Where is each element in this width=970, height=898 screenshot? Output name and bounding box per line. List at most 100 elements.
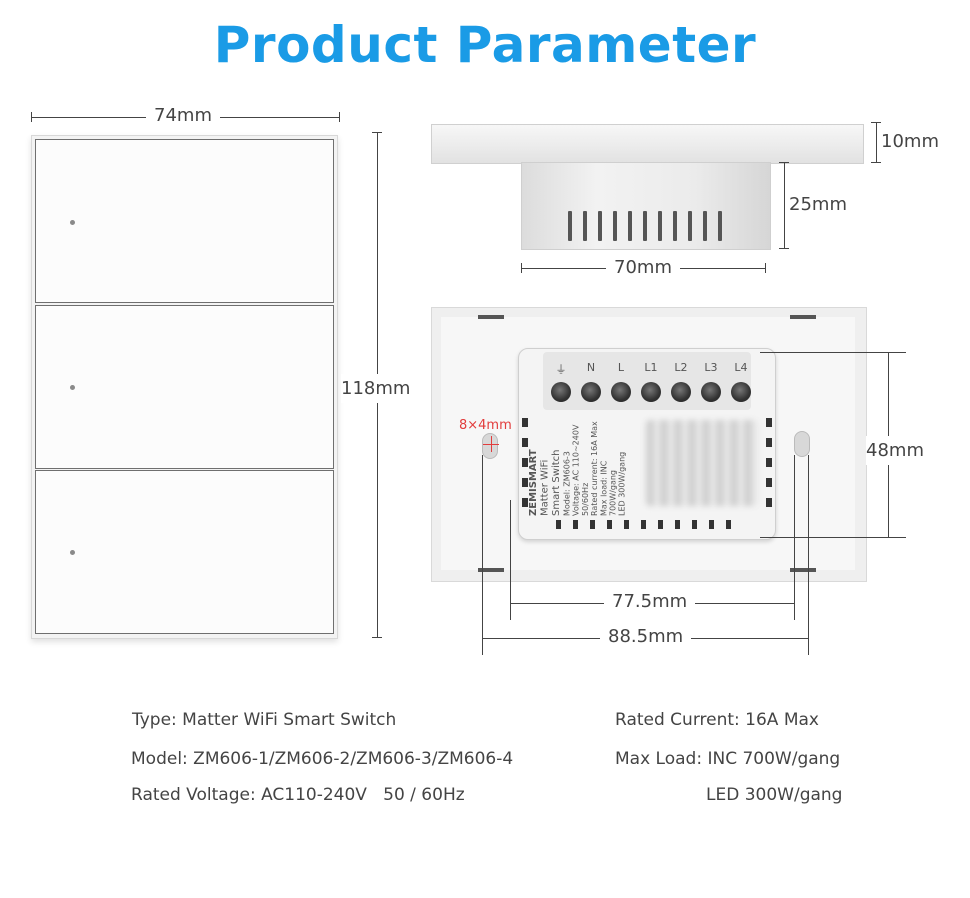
dimension-line xyxy=(784,162,785,248)
spec-led-load: LED 300W/gang xyxy=(706,785,843,805)
module-bottom-vents xyxy=(556,520,756,530)
terminal-screw-icon xyxy=(581,382,601,402)
dimension-line xyxy=(794,455,795,620)
side-view-box xyxy=(521,162,771,250)
vent-notch xyxy=(641,520,646,529)
module-freq: 50/60Hz xyxy=(580,482,590,516)
side-view-plate xyxy=(431,124,864,164)
module-model: Model: ZM606-3 xyxy=(562,451,572,516)
front-height-label: 118mm xyxy=(341,374,411,403)
module-label-text: ZEMISMART Matter WiFi Smart Switch Model… xyxy=(528,416,636,516)
vent-notch xyxy=(522,458,528,467)
terminal-label: ⏚ xyxy=(555,363,567,376)
dimension-line xyxy=(876,122,877,162)
terminal-label: L3 xyxy=(704,361,718,374)
terminal-label: N xyxy=(586,361,596,374)
vent-notch xyxy=(624,520,629,529)
spec-type: Type: Matter WiFi Smart Switch xyxy=(132,710,397,730)
back-height-label: 48mm xyxy=(866,436,924,465)
vent-notch xyxy=(766,438,772,447)
side-depth-label: 25mm xyxy=(789,194,847,215)
vent-slot xyxy=(658,211,662,241)
module-name-1: Matter WiFi xyxy=(539,459,551,516)
gang-button-3 xyxy=(35,470,334,634)
mounting-hole-right xyxy=(794,431,810,457)
vent-notch xyxy=(590,520,595,529)
spec-max-load: Max Load: INC 700W/gang xyxy=(615,749,841,769)
dimension-line xyxy=(808,455,809,655)
module-name-2: Smart Switch xyxy=(551,449,562,517)
vent-notch xyxy=(658,520,663,529)
vent-slot xyxy=(628,211,632,241)
terminal-screw-icon xyxy=(701,382,721,402)
front-panel xyxy=(31,135,338,639)
module-right-vents xyxy=(766,418,774,528)
terminal-label: L xyxy=(617,361,625,374)
spec-model: Model: ZM606-1/ZM606-2/ZM606-3/ZM606-4 xyxy=(131,749,514,769)
plate-clip xyxy=(478,568,504,572)
dimension-line xyxy=(510,500,511,620)
vent-notch xyxy=(522,418,528,427)
terminal-label: L2 xyxy=(674,361,688,374)
vent-slot xyxy=(643,211,647,241)
indicator-led xyxy=(70,385,75,390)
indicator-led xyxy=(70,220,75,225)
indicator-led xyxy=(70,550,75,555)
vent-slot xyxy=(568,211,572,241)
gang-button-1 xyxy=(35,139,334,303)
dimension-line xyxy=(482,455,483,655)
module-current: Rated current: 16A Max xyxy=(590,421,600,516)
dimension-tick xyxy=(372,637,382,638)
vent-notch xyxy=(607,520,612,529)
side-width-label: 70mm xyxy=(606,257,680,278)
hole-spacing-outer-label: 88.5mm xyxy=(600,626,692,647)
gang-button-2 xyxy=(35,305,334,469)
page-title: Product Parameter xyxy=(213,16,757,74)
dimension-tick xyxy=(765,263,766,273)
vent-notch xyxy=(766,418,772,427)
plate-clip xyxy=(790,568,816,572)
plate-clip xyxy=(478,315,504,319)
front-width-label: 74mm xyxy=(146,105,220,126)
vent-notch xyxy=(709,520,714,529)
vent-notch xyxy=(766,478,772,487)
vent-notch xyxy=(766,458,772,467)
spec-current: Rated Current: 16A Max xyxy=(615,710,819,730)
spec-voltage: Rated Voltage: AC110-240V 50 / 60Hz xyxy=(131,785,465,805)
hole-size-label: 8×4mm xyxy=(459,418,512,433)
dimension-line xyxy=(760,537,906,538)
vent-notch xyxy=(522,498,528,507)
dimension-tick xyxy=(871,162,881,163)
hole-spacing-inner-label: 77.5mm xyxy=(604,591,696,612)
vent-notch xyxy=(573,520,578,529)
module-brand: ZEMISMART xyxy=(528,449,539,516)
vent-notch xyxy=(522,438,528,447)
terminal-block: ⏚ N L L1 L2 L3 L4 xyxy=(543,352,751,410)
dimension-tick xyxy=(779,248,789,249)
dimension-line xyxy=(760,352,906,353)
vent-slot xyxy=(583,211,587,241)
terminal-screw-icon xyxy=(611,382,631,402)
vent-slot xyxy=(613,211,617,241)
module-left-vents xyxy=(522,418,530,528)
vent-slot xyxy=(673,211,677,241)
terminal-screw-icon xyxy=(641,382,661,402)
terminal-label: L4 xyxy=(734,361,748,374)
vent-notch xyxy=(556,520,561,529)
vent-slot xyxy=(598,211,602,241)
vent-notch xyxy=(692,520,697,529)
vent-notch xyxy=(522,478,528,487)
vent-notch xyxy=(726,520,731,529)
side-plate-label: 10mm xyxy=(881,131,939,152)
terminal-screw-icon xyxy=(671,382,691,402)
module-max-load: Max load: INC 700W/gang xyxy=(599,460,618,516)
terminal-screw-icon xyxy=(551,382,571,402)
terminal-label: L1 xyxy=(644,361,658,374)
mounting-hole-left xyxy=(482,433,498,459)
dimension-tick xyxy=(339,112,340,122)
plate-clip xyxy=(790,315,816,319)
vent-notch xyxy=(675,520,680,529)
vent-notch xyxy=(766,498,772,507)
blurred-qr-code xyxy=(646,420,758,506)
hole-marker xyxy=(491,436,492,452)
